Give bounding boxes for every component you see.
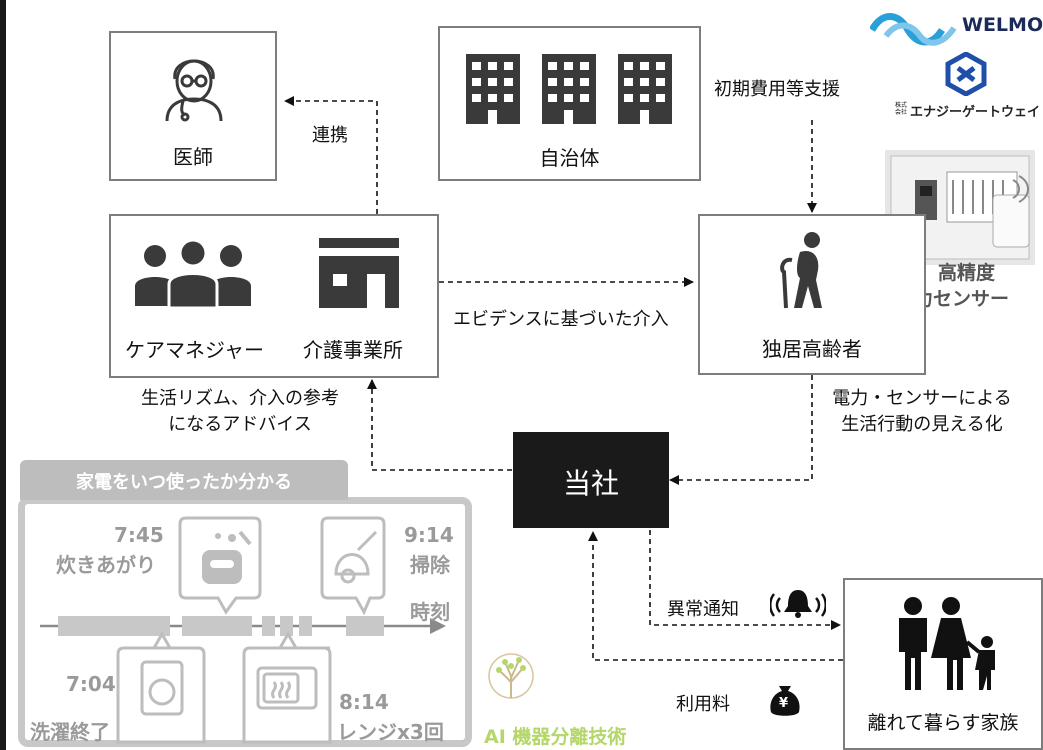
left-frame-border (0, 0, 6, 750)
edge-advice (367, 379, 512, 471)
washer-icon (140, 660, 184, 716)
welmo-logo-text: WELMO (962, 14, 1043, 36)
vacuum-icon (334, 530, 378, 584)
edge-cooperation (284, 96, 378, 214)
event-wash-label: 洗濯終了 (30, 720, 110, 744)
family-icon (899, 597, 995, 690)
money-bag-symbol: ¥ (779, 696, 789, 711)
care-manager-label: ケアマネジャー (125, 338, 264, 362)
elderly-label: 独居高齢者 (762, 337, 862, 361)
initial-cost-label: 初期費用等支援 (714, 79, 840, 100)
appliance-panel-header: 家電をいつ使ったか分かる (20, 460, 348, 500)
advice-label-line2: になるアドバイス (168, 414, 312, 435)
company-label: 当社 (562, 467, 619, 500)
elderly-person-icon (780, 232, 822, 309)
event-microwave-label: レンジx3回 (337, 720, 444, 744)
welmo-logo-icon (870, 13, 957, 46)
time-axis-label: 時刻 (410, 600, 450, 624)
timeline (40, 516, 446, 650)
event-rice-time: 7:45 (114, 523, 164, 547)
energy-gateway-logo-icon (945, 52, 987, 96)
energy-gateway-prefix: 株式会社 (895, 102, 908, 116)
edge-anomaly (649, 512, 841, 630)
edge-visualize (669, 375, 813, 485)
municipality-label: 自治体 (539, 146, 600, 170)
energy-gateway-logo-text: エナジーゲートウェイ (910, 105, 1041, 120)
visualize-label-line1: 電力・センサーによる (832, 388, 1012, 409)
building-icon (466, 54, 672, 124)
anomaly-label: 異常通知 (667, 599, 739, 620)
care-box: ケアマネジャー 介護事業所 (109, 214, 439, 378)
care-office-icon (319, 238, 399, 308)
event-wash-time: 7:04 (66, 672, 116, 696)
elderly-box: 独居高齢者 (698, 214, 926, 375)
advice-label-line1: 生活リズム、介入の参考 (141, 388, 339, 409)
event-clean-time: 9:14 (404, 523, 454, 547)
visualize-label-line2: 生活行動の見える化 (841, 414, 1003, 435)
event-microwave-time: 8:14 (339, 690, 389, 714)
event-clean-label: 掃除 (410, 553, 450, 577)
edge-fee (588, 531, 843, 661)
cooperation-label: 連携 (312, 125, 348, 146)
company-box: 当社 (513, 432, 669, 528)
doctor-icon (165, 59, 223, 122)
sensor-label-line1: 高精度 (938, 262, 996, 284)
family-label: 離れて暮らす家族 (867, 712, 1019, 734)
microwave-icon (256, 666, 318, 710)
lower-bubbles (116, 646, 332, 744)
event-rice-label: 炊きあがり (56, 553, 156, 577)
ai-tree-icon (488, 653, 534, 699)
family-box: 離れて暮らす家族 (843, 578, 1043, 750)
people-group-icon (135, 240, 251, 310)
appliance-header-label: 家電をいつ使ったか分かる (76, 472, 292, 493)
doctor-box: 医師 (109, 31, 277, 181)
fee-label: 利用料 (676, 694, 730, 715)
money-bag-icon (770, 686, 800, 716)
ai-caption: AI 機器分離技術 (484, 726, 627, 748)
evidence-label: エビデンスに基づいた介入 (453, 309, 669, 330)
bell-icon (770, 590, 826, 618)
care-office-label: 介護事業所 (303, 338, 403, 362)
municipality-box: 自治体 (438, 26, 701, 181)
doctor-label: 医師 (173, 145, 213, 169)
